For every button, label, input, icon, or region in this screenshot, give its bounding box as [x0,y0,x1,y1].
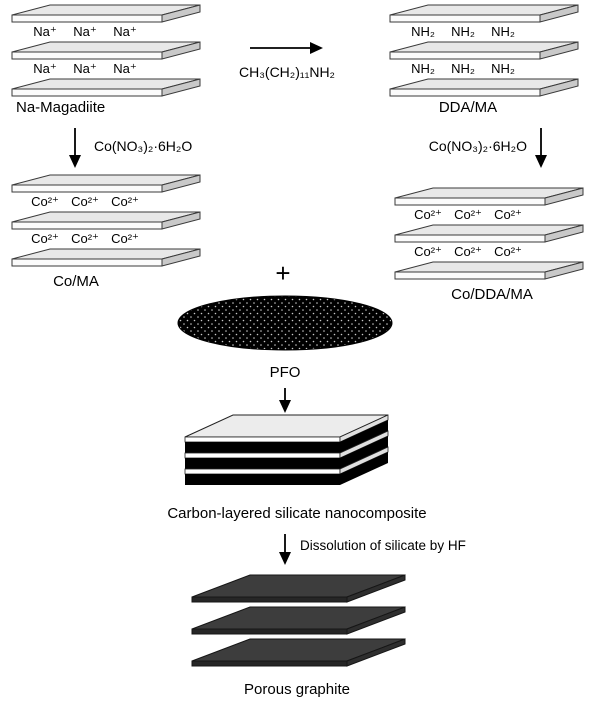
carbon-layer [185,458,340,469]
dda-reaction: CH₃(CH₂)₁₁NH₂ [239,42,335,80]
nanocomposite-stack: Carbon-layered silicate nanocomposite [167,414,427,522]
co-ma-structure: Co²⁺ Co²⁺ Co²⁺ Co²⁺ Co²⁺ Co²⁺ Co/MA [11,174,201,290]
carbon-layer [185,442,340,453]
ion-label: Co²⁺ [454,207,482,222]
ion-label: NH₂ [411,24,435,39]
ion-label: Co²⁺ [31,194,59,209]
pfo-label: PFO [270,364,301,381]
dda-ma-label: DDA/MA [439,99,497,116]
silicate-plate [11,4,201,23]
silicate-plate [394,187,584,206]
silicate-plate [394,224,584,243]
ion-label: Na⁺ [113,61,136,76]
silicate-plate [11,174,201,193]
cobalt-nitrate-label-left: Co(NO₃)₂·6H₂O [94,138,192,154]
down-arrowhead [279,400,291,413]
ion-label: Na⁺ [113,24,136,39]
porous-graphite-structure: Porous graphite [191,574,406,698]
dda-ma-structure: NH₂ NH₂ NH₂ NH₂ NH₂ NH₂ DDA/MA [389,4,579,116]
ion-label: Na⁺ [73,61,96,76]
cobalt-arrowhead-right [535,155,547,168]
graphite-sheet [191,606,406,635]
na-magadiite-structure: Na⁺ Na⁺ Na⁺ Na⁺ Na⁺ Na⁺ Na-Magadiite [11,4,201,116]
ion-label: Co²⁺ [111,194,139,209]
porous-graphite-label: Porous graphite [244,681,350,698]
ion-label: Na⁺ [33,24,56,39]
silicate-plate [11,248,201,267]
ion-label: NH₂ [451,61,475,76]
ion-label: Co²⁺ [414,207,442,222]
ion-label: Co²⁺ [454,244,482,259]
cobalt-step-left: Co(NO₃)₂·6H₂O [69,128,192,168]
ion-label: NH₂ [491,61,515,76]
silicate-plate [11,78,201,97]
pfo-to-composite-arrow [279,388,291,413]
co-ma-label: Co/MA [53,273,99,290]
ion-label: NH₂ [451,24,475,39]
cobalt-arrowhead-left [69,155,81,168]
ion-label: Co²⁺ [71,194,99,209]
ion-label: NH₂ [411,61,435,76]
carbon-layer-side [340,436,388,469]
carbon-layer [185,474,340,485]
carbon-layer-side [340,420,388,453]
co-dda-ma-structure: Co²⁺ Co²⁺ Co²⁺ Co²⁺ Co²⁺ Co²⁺ Co/DDA/MA [394,187,584,303]
ion-label: Na⁺ [73,24,96,39]
ion-label: Co²⁺ [71,231,99,246]
silicate-layer [184,468,341,475]
ion-label: Co²⁺ [494,244,522,259]
silicate-plate [389,4,579,23]
silicate-plate [11,41,201,60]
na-magadiite-label: Na-Magadiite [16,99,105,116]
dda-reagent-label: CH₃(CH₂)₁₁NH₂ [239,64,335,80]
plus-sign: + [275,258,290,288]
ion-label: Co²⁺ [111,231,139,246]
silicate-layer [184,452,341,459]
nanocomposite-label: Carbon-layered silicate nanocomposite [167,505,426,522]
ion-label: NH₂ [491,24,515,39]
pfo-ellipse [177,295,393,351]
carbon-layer-side [340,452,388,485]
ion-label: Co²⁺ [31,231,59,246]
pfo-blob: PFO [177,295,393,381]
silicate-plate [394,261,584,280]
cobalt-nitrate-label-right: Co(NO₃)₂·6H₂O [429,138,527,154]
hf-arrowhead [279,552,291,565]
silicate-layer [184,436,341,443]
dda-reaction-arrowhead [310,42,323,54]
hf-step: Dissolution of silicate by HF [279,534,466,565]
ion-label: Na⁺ [33,61,56,76]
graphite-sheet [191,574,406,603]
hf-step-label: Dissolution of silicate by HF [300,538,466,553]
silicate-plate [11,211,201,230]
ion-label: Co²⁺ [494,207,522,222]
silicate-plate [389,78,579,97]
graphite-sheet [191,638,406,667]
silicate-plate [389,41,579,60]
co-dda-ma-label: Co/DDA/MA [451,286,533,303]
ion-label: Co²⁺ [414,244,442,259]
cobalt-step-right: Co(NO₃)₂·6H₂O [429,128,547,168]
